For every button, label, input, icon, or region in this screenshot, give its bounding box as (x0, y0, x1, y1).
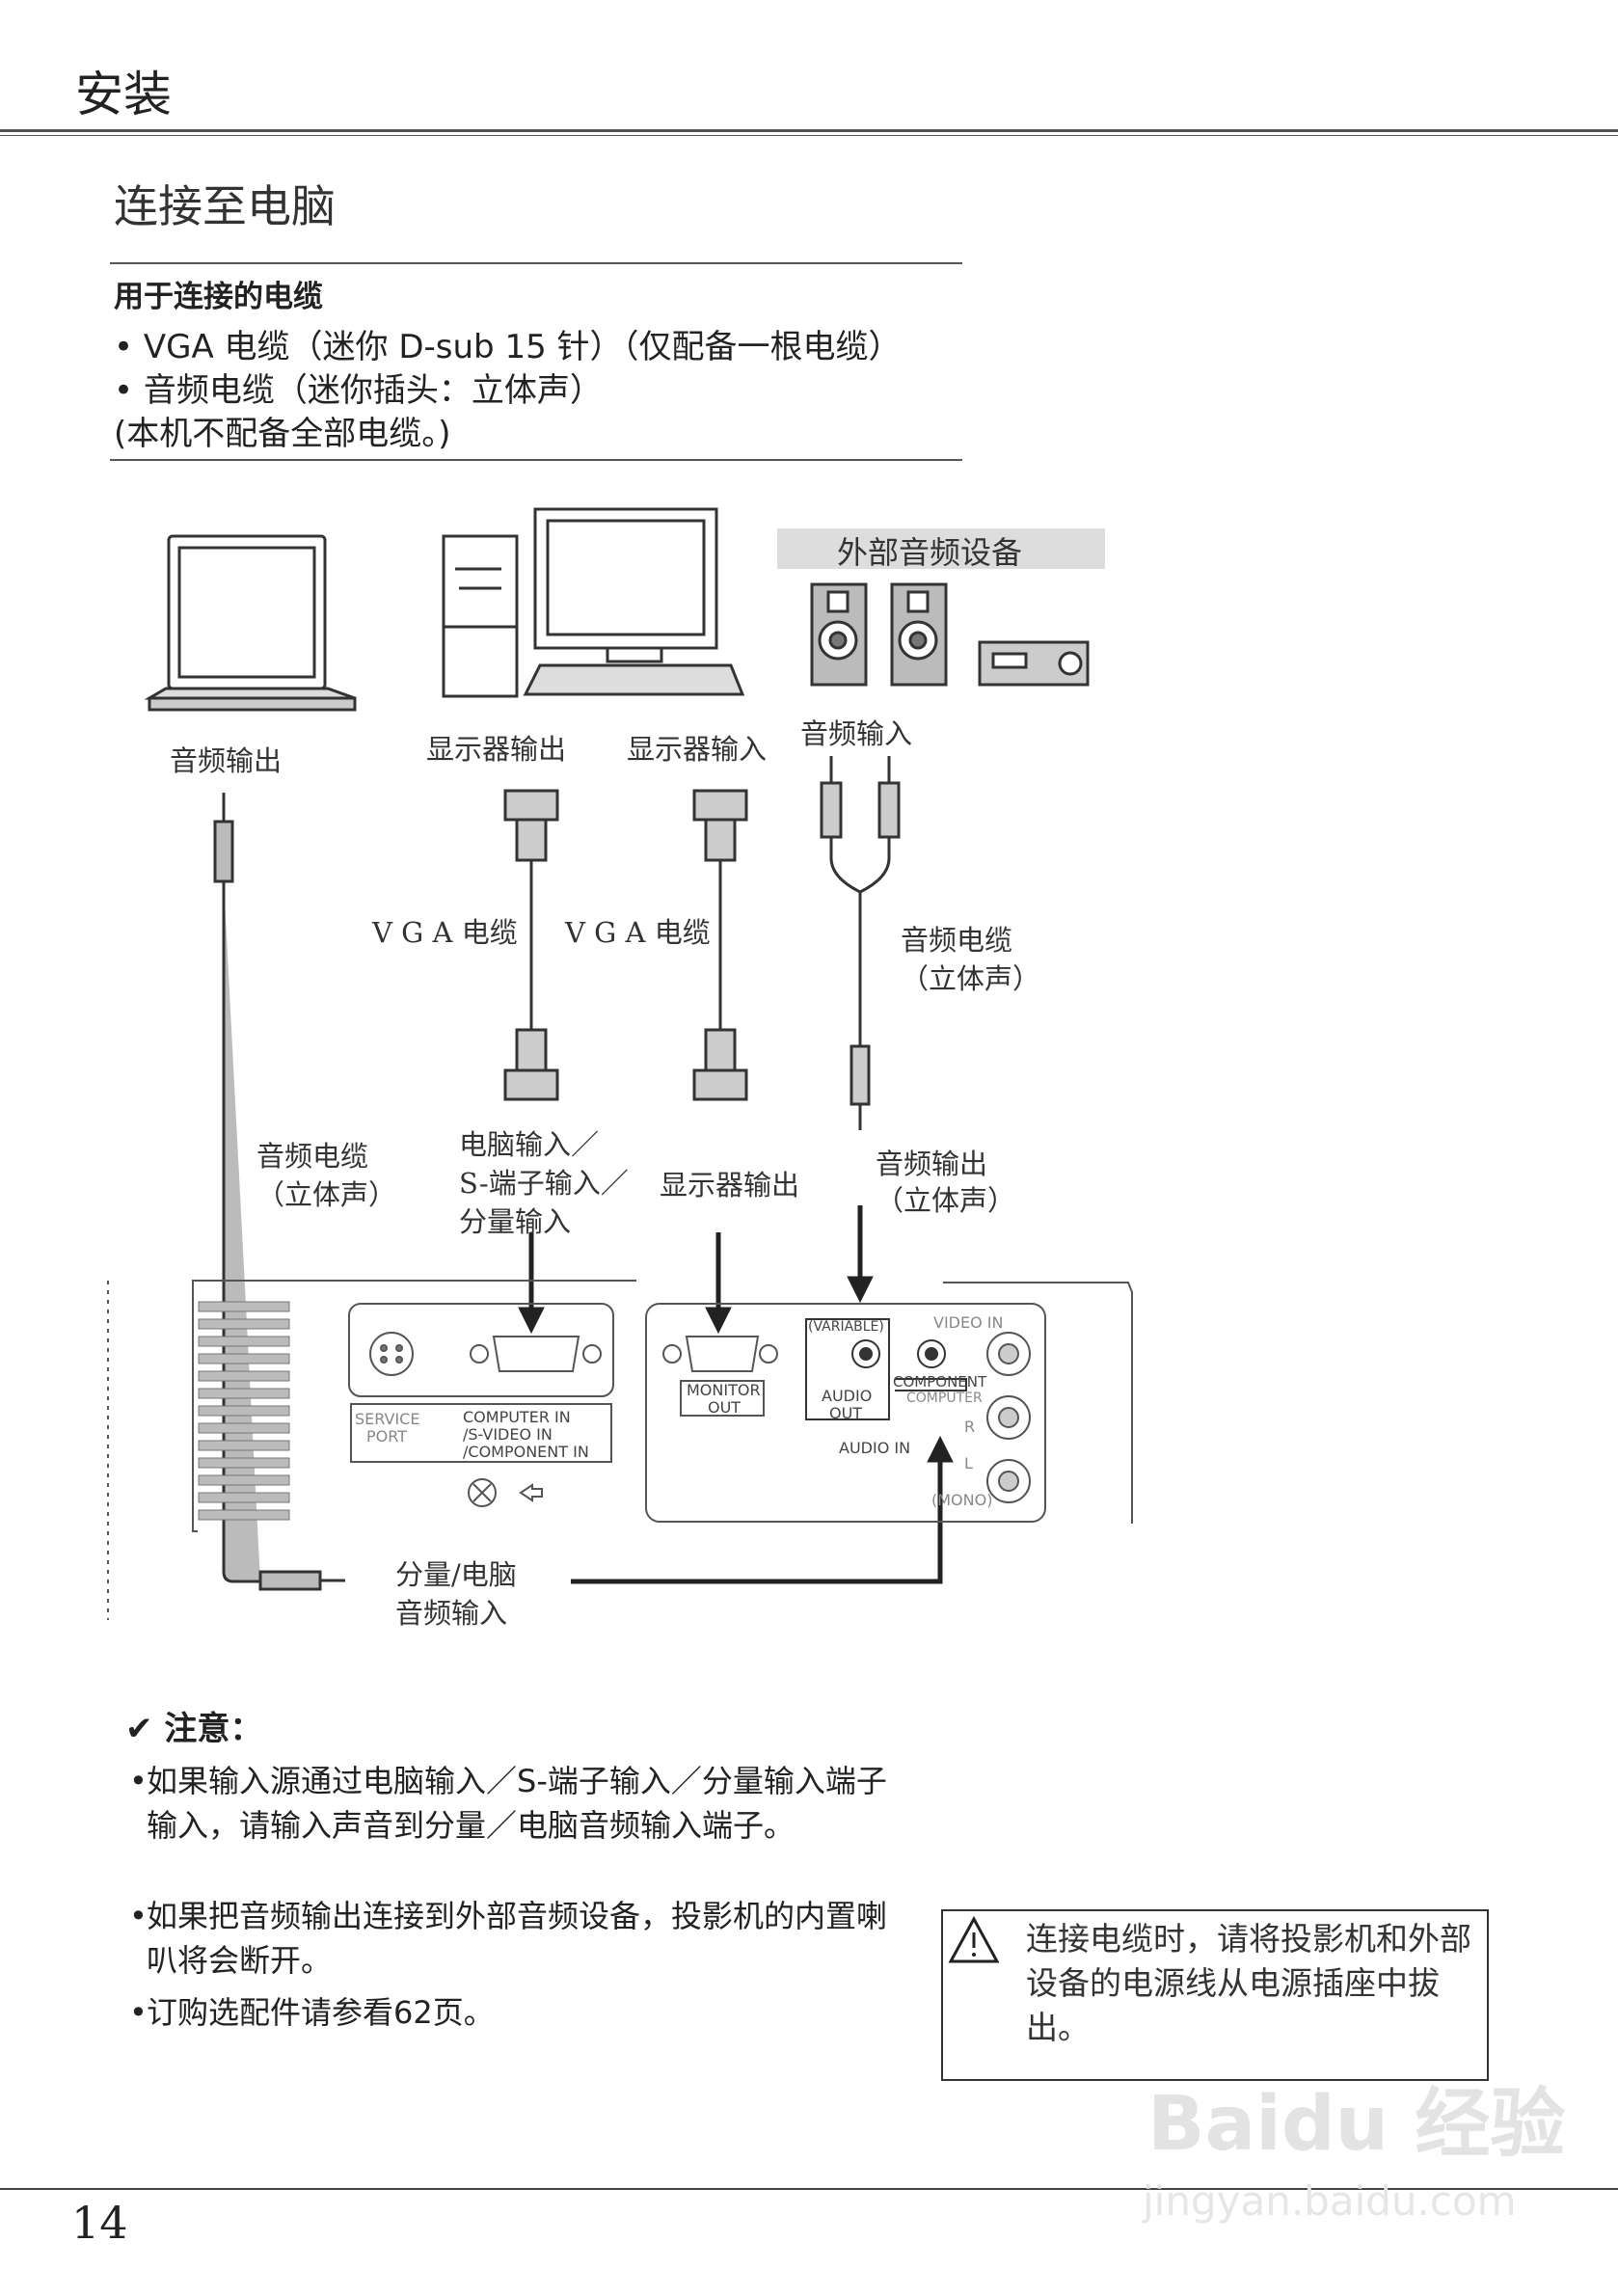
service-port-text-2: PORT (366, 1427, 407, 1445)
note-item-2: •如果把音频输出连接到外部音频设备，投影机的内置喇叭将会断开。 (129, 1898, 888, 1979)
rca-audio-cable (820, 756, 901, 1130)
pc-input-label-1: 电脑输入／ (459, 1128, 600, 1161)
note-text-1: 如果输入源通过电脑输入／S-端子输入／分量输入端子输入，请输入声音到分量／电脑音… (147, 1763, 887, 1844)
service-port (369, 1332, 414, 1376)
laptop-icon (144, 534, 357, 712)
vga-cable-2 (692, 789, 748, 1101)
audio-out-text-1: AUDIO (822, 1387, 873, 1405)
vga-cable-label-2: V G A 电缆 (565, 916, 711, 949)
cables-bottom-rule (110, 459, 962, 461)
left-audio-cable-label: 音频电缆 (256, 1140, 369, 1173)
cables-heading: 用于连接的电缆 (114, 280, 323, 314)
note-text-2: 如果把音频输出连接到外部音频设备，投影机的内置喇叭将会断开。 (147, 1898, 888, 1979)
cables-top-rule (110, 262, 962, 264)
notes-heading: ✔ 注意： (125, 1702, 262, 1749)
vga-cable-label-1: V G A 电缆 (372, 916, 518, 949)
audio-input-label: 音频输入 (800, 717, 913, 750)
speaker-icon-right (890, 582, 948, 687)
note-item-3: •订购选配件请参看62页。 (129, 1994, 495, 2031)
component-text: COMPONENT (893, 1373, 987, 1391)
page-number: 14 (71, 2197, 128, 2249)
component-pc-audio-label-1: 分量/电脑 (395, 1558, 517, 1591)
vga-cable-1 (503, 789, 559, 1101)
baidu-watermark: Baidu 经验 (1147, 2081, 1566, 2168)
monitor-out-cable-label: 显示器输出 (660, 1169, 800, 1202)
audio-out-jack (805, 1318, 890, 1420)
external-audio-banner (777, 528, 1105, 569)
cable-item-audio: • 音频电缆（迷你插头：立体声） (114, 371, 603, 410)
desktop-computer-icon (442, 507, 745, 698)
warning-box (941, 1909, 1489, 2081)
audio-in-text: AUDIO IN (839, 1439, 911, 1457)
note-text-3: 订购选配件请参看62页。 (147, 1994, 495, 2031)
variable-text: (VARIABLE) (808, 1319, 884, 1335)
checkmark-icon: ✔ (125, 1710, 165, 1748)
projector-panel (107, 1280, 1133, 1620)
computer-in-text-1: COMPUTER IN (463, 1408, 571, 1426)
r-text: R (964, 1418, 976, 1436)
warning-icon (948, 1915, 1000, 1963)
computer-short-text: COMPUTER (906, 1391, 983, 1406)
note-item-1: •如果输入源通过电脑输入／S-端子输入／分量输入端子输入，请输入声音到分量／电脑… (129, 1763, 887, 1844)
audio-cable-label: 音频电缆 (901, 924, 1013, 957)
service-port-text-1: SERVICE (355, 1410, 420, 1428)
monitor-input-label: 显示器输入 (627, 733, 768, 766)
header-rule-thin (0, 135, 1618, 136)
baidu-watermark-url: jingyan.baidu.com (1143, 2177, 1517, 2225)
video-in-text: VIDEO IN (933, 1313, 1004, 1332)
rca-jacks (986, 1332, 1031, 1503)
component-audio-jack (895, 1339, 967, 1391)
computer-in-text-2: /S-VIDEO IN (463, 1425, 553, 1444)
vent-slats (198, 1301, 290, 1521)
amplifier-icon (978, 640, 1090, 687)
component-pc-audio-label-2: 音频输入 (395, 1597, 508, 1630)
cable-item-vga: • VGA 电缆（迷你 D-sub 15 针）（仅配备一根电缆） (114, 328, 902, 366)
audio-out-text-2: OUT (829, 1404, 863, 1422)
audio-out-stereo-label: （立体声） (876, 1184, 1016, 1217)
monitor-out-text-1: MONITOR (687, 1381, 761, 1399)
audio-cable-stereo-label: （立体声） (901, 962, 1041, 995)
monitor-out-port (662, 1336, 778, 1417)
chapter-title: 安装 (75, 67, 172, 122)
laptop-audio-out-label: 音频输出 (170, 744, 283, 777)
audio-out-label: 音频输出 (876, 1148, 988, 1180)
notes-heading-text: 注意： (164, 1710, 263, 1748)
computer-in-port (470, 1336, 602, 1372)
computer-in-text-3: /COMPONENT IN (463, 1443, 589, 1461)
header-rule (0, 129, 1618, 132)
screw-icon (468, 1478, 543, 1507)
external-audio-label: 外部音频设备 (837, 534, 1023, 571)
mono-text: (MONO) (931, 1491, 993, 1509)
monitor-output-label: 显示器输出 (426, 733, 567, 766)
cables-footnote: (本机不配备全部电缆。) (114, 415, 451, 453)
speaker-icon-left (810, 582, 868, 687)
section-title: 连接至电脑 (114, 180, 336, 232)
monitor-out-text-2: OUT (708, 1398, 742, 1417)
left-audio-cable-stereo-label: （立体声） (256, 1178, 397, 1211)
pc-input-label-3: 分量输入 (459, 1205, 572, 1238)
pc-input-label-2: S-端子输入／ (459, 1167, 629, 1200)
connection-arrows (518, 1205, 954, 1584)
warning-text: 连接电缆时，请将投影机和外部设备的电源线从电源插座中拔出。 (1026, 1920, 1471, 2046)
l-text: L (964, 1454, 973, 1472)
